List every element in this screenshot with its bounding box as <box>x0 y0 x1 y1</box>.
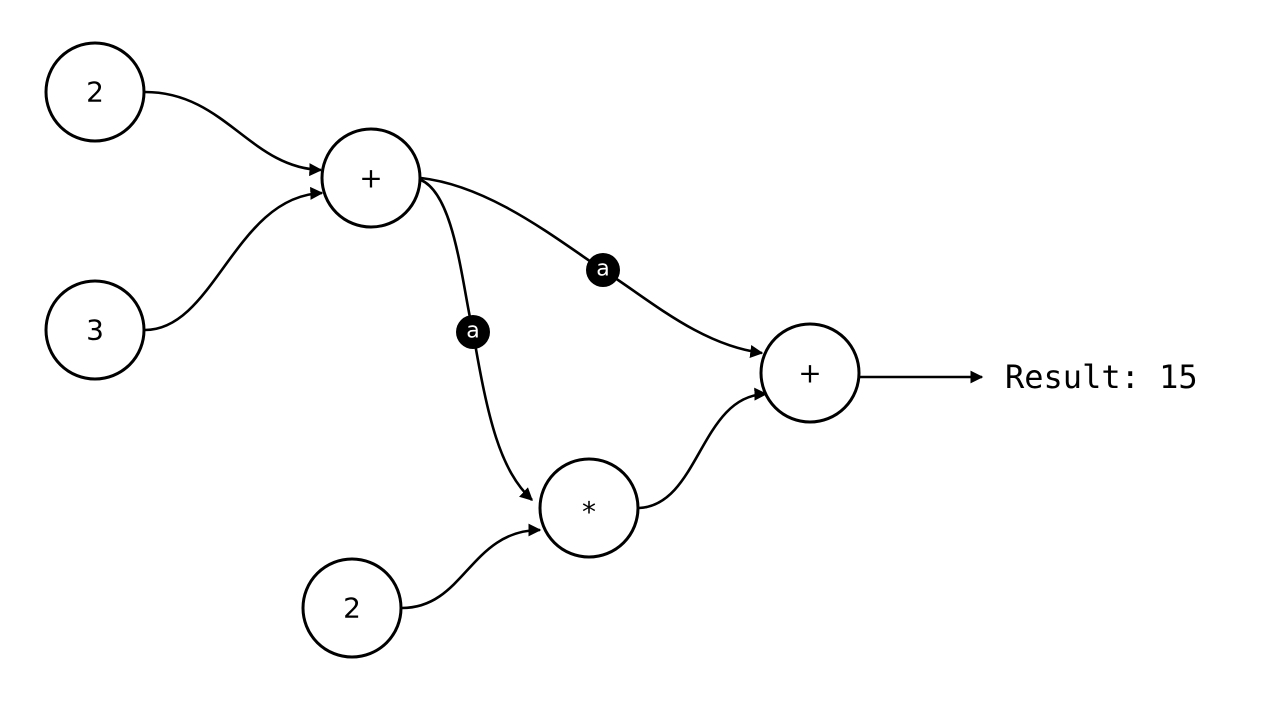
node-mul: * <box>538 457 640 559</box>
edge-input-c-to-mul <box>401 523 542 610</box>
node-input-b: 3 <box>44 279 146 381</box>
node-label: + <box>798 357 821 390</box>
node-input-c: 2 <box>301 557 403 659</box>
result-text: Result: 15 <box>1005 358 1198 396</box>
edge-tag-label: a <box>596 257 609 282</box>
node-input-a: 2 <box>44 41 146 143</box>
edge-tag-add1-to-mul: a <box>456 315 490 349</box>
node-label: 2 <box>86 76 104 109</box>
edge-input-a-to-add1 <box>144 90 323 177</box>
edge-tag-label: a <box>466 319 479 344</box>
node-label: + <box>359 162 382 195</box>
edge-mul-to-add2 <box>638 387 768 510</box>
node-label: 2 <box>343 592 361 625</box>
node-add2: + <box>759 322 861 424</box>
edge-input-b-to-add1 <box>144 186 324 332</box>
edge-tag-add1-to-add2: a <box>586 253 620 287</box>
node-label: 3 <box>86 314 104 347</box>
node-add1: + <box>320 127 422 229</box>
node-label: * <box>582 496 596 529</box>
